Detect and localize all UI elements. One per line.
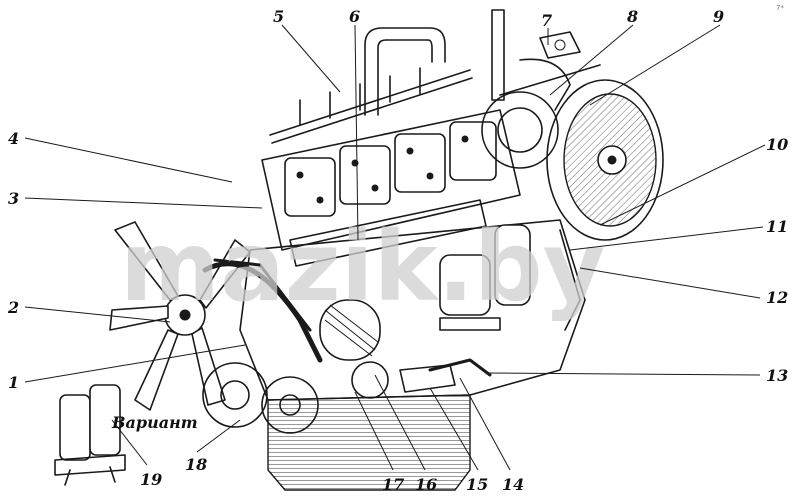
injector-rail	[269, 69, 471, 136]
callout-4: 4	[8, 129, 19, 148]
exhaust-manifold	[289, 199, 487, 267]
leader-14	[459, 377, 511, 471]
callout-19: 19	[140, 470, 162, 489]
callout-16: 16	[415, 475, 437, 494]
callout-labels: 1 2 3 4 5 6 7 8 9 10 11 12 13 14 15 16 1…	[7, 7, 788, 494]
leader-19	[111, 419, 148, 466]
callout-10: 10	[766, 135, 788, 154]
cylinder-head	[261, 109, 521, 251]
corner-mark: 7*	[776, 4, 784, 12]
leader-8	[549, 24, 634, 96]
cooling-fan	[109, 221, 251, 411]
alternator	[319, 299, 381, 361]
leader-17	[354, 391, 394, 471]
leader-11	[569, 226, 764, 251]
leader-lines	[24, 24, 766, 471]
crankcase	[239, 219, 586, 401]
callout-7: 7	[541, 11, 552, 30]
leader-1	[24, 344, 246, 383]
air-cleaner	[546, 79, 664, 331]
leader-15	[429, 387, 479, 471]
leader-5	[281, 24, 341, 93]
head-cylinders	[284, 121, 497, 217]
callout-15: 15	[466, 475, 488, 494]
leader-16	[374, 374, 426, 471]
variant-caption: Вариант	[111, 413, 198, 432]
callout-5: 5	[273, 7, 284, 26]
watermark: mazik.by	[120, 211, 605, 323]
intake-pipe	[364, 27, 446, 116]
callout-1: 1	[8, 373, 19, 392]
leader-12	[579, 267, 761, 299]
leader-13	[484, 372, 761, 376]
belt-drive	[202, 258, 381, 434]
exhaust-flange	[539, 31, 581, 59]
variant-filters	[54, 384, 126, 486]
callout-13: 13	[766, 366, 788, 385]
starter	[351, 358, 492, 399]
engine-block	[239, 9, 586, 491]
callout-14: 14	[502, 475, 524, 494]
leader-2	[24, 306, 171, 323]
callout-2: 2	[7, 298, 19, 317]
callout-12: 12	[766, 288, 788, 307]
turbocharger	[481, 58, 601, 169]
leader-3	[24, 197, 263, 209]
leader-10	[599, 144, 766, 226]
leader-6	[354, 24, 359, 241]
callout-17: 17	[382, 475, 404, 494]
callout-11: 11	[766, 217, 788, 236]
leader-18	[196, 419, 241, 453]
callout-18: 18	[185, 455, 207, 474]
callout-3: 3	[8, 189, 19, 208]
leader-9	[589, 24, 721, 106]
callout-6: 6	[349, 7, 360, 26]
callout-8: 8	[626, 7, 638, 26]
callout-9: 9	[713, 7, 724, 26]
lifting-bracket	[491, 9, 505, 101]
filters	[439, 224, 531, 331]
leader-4	[24, 137, 233, 183]
